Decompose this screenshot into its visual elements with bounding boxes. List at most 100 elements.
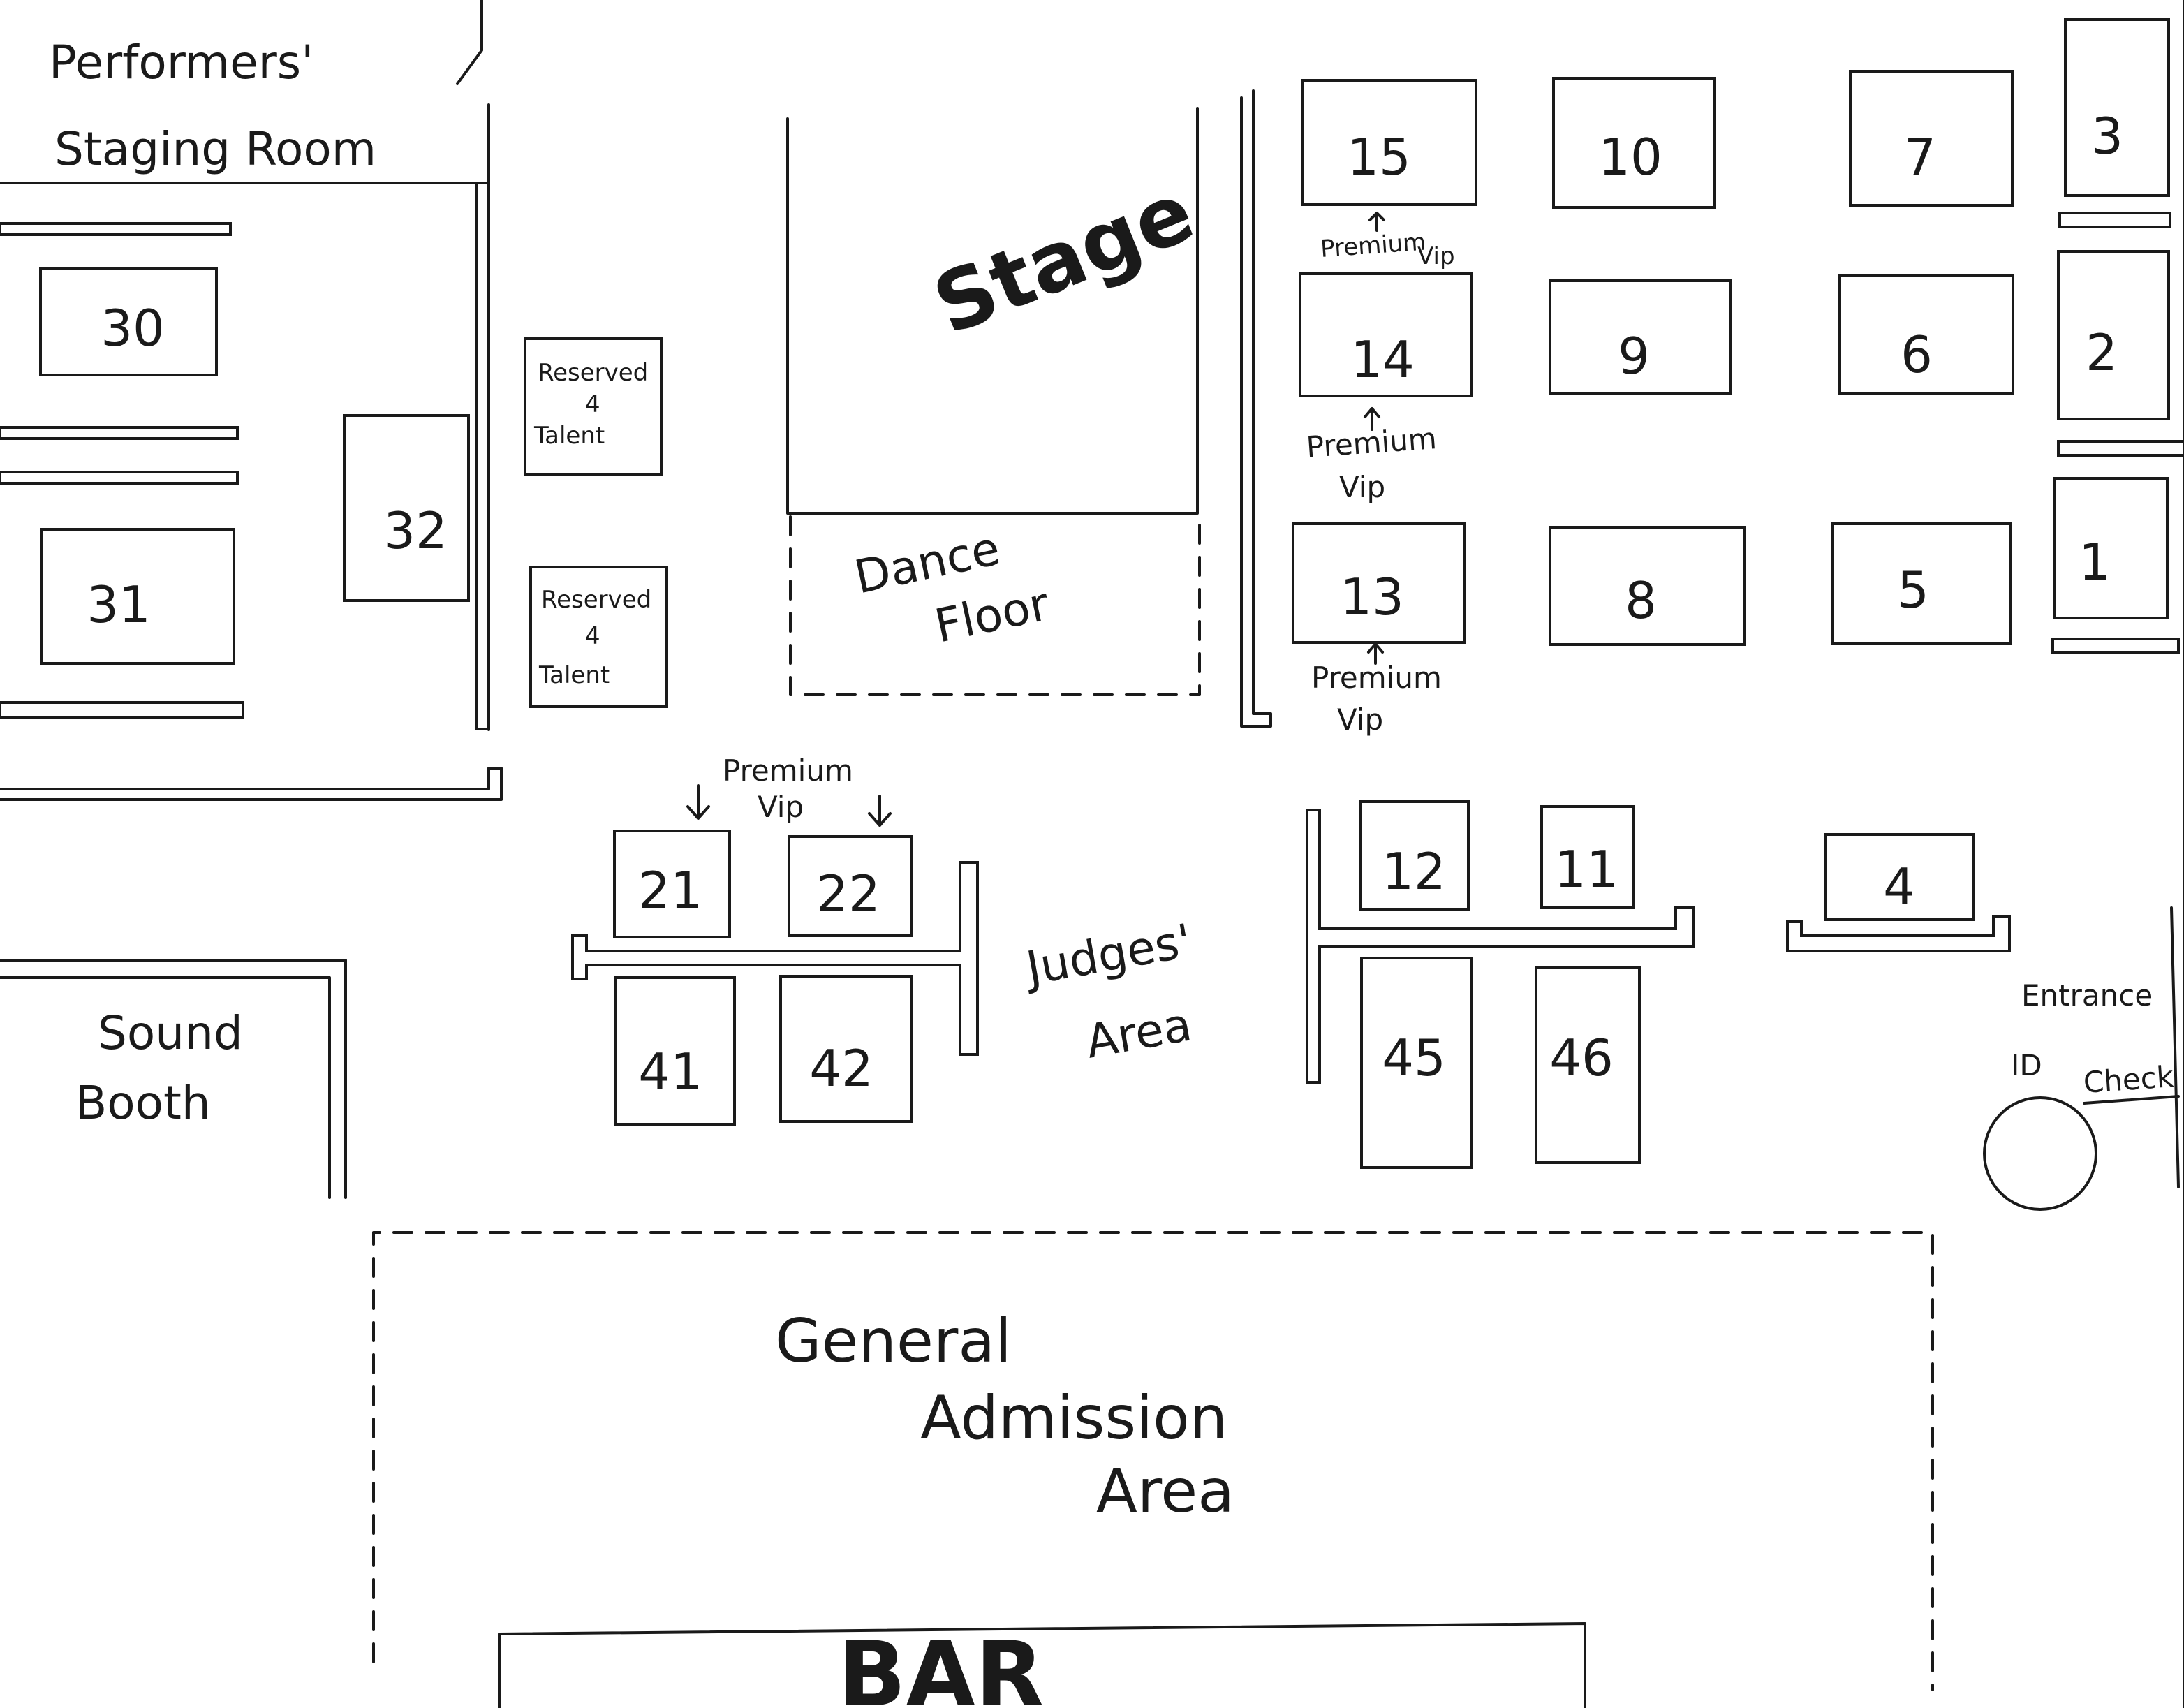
premium-vip-4-line2: Vip — [758, 790, 804, 824]
general-admission-label-line2: Admission — [920, 1383, 1227, 1453]
table-22-number: 22 — [816, 864, 880, 923]
table-45-number: 45 — [1382, 1029, 1446, 1087]
judges-table-rail — [571, 861, 979, 1056]
table-21[interactable]: 21 — [613, 830, 731, 938]
reserved-talent-table-1[interactable]: Reserved 4 Talent — [524, 337, 663, 476]
bar: BAR — [498, 1622, 1586, 1708]
table-14-number: 14 — [1350, 330, 1415, 389]
premium-vip-1-line1: Premium — [1320, 228, 1427, 263]
reserved-2-line2: 4 — [585, 622, 600, 650]
center-tables-rail — [1306, 809, 1695, 1084]
premium-vip-label-3: Premium Vip — [1311, 642, 1442, 737]
table-11[interactable]: 11 — [1540, 805, 1635, 909]
id-check-station — [1983, 1096, 2097, 1211]
table-13[interactable]: 13 — [1292, 522, 1466, 644]
premium-vip-1-line2: Vip — [1417, 242, 1455, 270]
table-41-number: 41 — [638, 1043, 702, 1101]
table-30-number: 30 — [101, 299, 165, 358]
table-12-number: 12 — [1382, 842, 1446, 901]
reserved-1-line3: Talent — [533, 422, 605, 450]
sound-booth: Sound Booth — [0, 959, 347, 1199]
rail-2-1 — [2057, 440, 2184, 457]
entrance-area: Entrance ID Check — [1983, 906, 2180, 1211]
table-41[interactable]: 41 — [614, 976, 736, 1126]
table-42-number: 42 — [809, 1039, 873, 1098]
reserved-1-line2: 4 — [585, 390, 600, 418]
rail-3-2 — [2058, 212, 2171, 228]
general-admission-label-line1: General — [775, 1306, 1012, 1376]
table-30[interactable]: 30 — [39, 267, 218, 376]
table-42[interactable]: 42 — [779, 975, 913, 1123]
reserved-2-line1: Reserved — [541, 586, 651, 614]
dance-floor-label-line2: Floor — [930, 577, 1054, 654]
premium-vip-3-line2: Vip — [1337, 702, 1383, 737]
table-14[interactable]: 14 — [1299, 272, 1473, 397]
reserved-2-line3: Talent — [538, 661, 610, 689]
staging-room-label-line1: Performers' — [49, 36, 313, 89]
table-31[interactable]: 31 — [40, 528, 235, 665]
table-15-number: 15 — [1347, 128, 1411, 186]
table-4-rail — [1786, 915, 2011, 952]
table-8[interactable]: 8 — [1549, 526, 1746, 646]
table-6-number: 6 — [1901, 325, 1933, 384]
premium-vip-label-2: Premium Vip — [1305, 407, 1438, 504]
table-7[interactable]: 7 — [1849, 70, 2014, 207]
table-2[interactable]: 2 — [2057, 250, 2170, 420]
table-1[interactable]: 1 — [2053, 477, 2169, 619]
id-check-label-2: Check — [2082, 1059, 2175, 1100]
premium-vip-4-line1: Premium — [723, 753, 853, 788]
judges-area-label-line2: Area — [1082, 998, 1195, 1069]
premium-vip-3-line1: Premium — [1311, 661, 1442, 695]
table-4-number: 4 — [1883, 857, 1915, 916]
center-wall — [1240, 89, 1272, 728]
table-32[interactable]: 32 — [343, 414, 470, 602]
dance-floor: Dance Floor — [789, 515, 1201, 696]
table-12[interactable]: 12 — [1359, 800, 1470, 911]
bar-label: BAR — [838, 1623, 1044, 1708]
reserved-talent-table-2[interactable]: Reserved 4 Talent — [529, 566, 668, 708]
table-2-number: 2 — [2086, 323, 2118, 382]
table-8-number: 8 — [1625, 571, 1657, 630]
table-15[interactable]: 15 — [1301, 79, 1477, 206]
rail-1-bottom — [2051, 638, 2180, 654]
table-22[interactable]: 22 — [788, 835, 913, 937]
stage-label: Stage — [921, 163, 1207, 353]
table-5-number: 5 — [1897, 561, 1929, 619]
table-13-number: 13 — [1340, 568, 1404, 626]
table-9[interactable]: 9 — [1549, 279, 1732, 395]
judges-area-label-line1: Judges' — [1019, 914, 1195, 996]
stage: Stage — [786, 107, 1207, 515]
table-6[interactable]: 6 — [1838, 274, 2014, 395]
performers-staging-room: Performers' Staging Room — [0, 0, 490, 184]
table-21-number: 21 — [638, 861, 702, 920]
table-10[interactable]: 10 — [1552, 77, 1716, 209]
table-3[interactable]: 3 — [2064, 18, 2170, 197]
table-10-number: 10 — [1598, 128, 1662, 186]
table-46[interactable]: 46 — [1535, 966, 1641, 1164]
table-45[interactable]: 45 — [1360, 957, 1473, 1169]
reserved-1-line1: Reserved — [538, 359, 648, 387]
id-check-label-1: ID — [2011, 1048, 2042, 1082]
table-9-number: 9 — [1618, 327, 1650, 385]
table-32-number: 32 — [383, 501, 448, 560]
table-7-number: 7 — [1904, 128, 1936, 186]
table-1-number: 1 — [2079, 533, 2111, 591]
table-4[interactable]: 4 — [1824, 833, 1975, 921]
sound-booth-label-line2: Booth — [75, 1076, 211, 1130]
premium-vip-label-1: Premium Vip — [1320, 212, 1455, 270]
general-admission-area: General Admission Area — [372, 1231, 1934, 1691]
premium-vip-2-line1: Premium — [1305, 421, 1438, 464]
sound-booth-label-line1: Sound — [98, 1006, 243, 1060]
table-46-number: 46 — [1549, 1029, 1614, 1087]
premium-vip-label-4: Premium Vip — [686, 753, 892, 827]
premium-vip-2-line2: Vip — [1339, 470, 1385, 504]
general-admission-label-line3: Area — [1096, 1457, 1234, 1526]
table-31-number: 31 — [87, 575, 151, 634]
left-partitions — [0, 103, 503, 801]
entrance-label: Entrance — [2021, 978, 2153, 1013]
table-3-number: 3 — [2091, 107, 2123, 165]
table-5[interactable]: 5 — [1831, 522, 2012, 645]
staging-room-label-line2: Staging Room — [54, 122, 376, 176]
table-11-number: 11 — [1554, 840, 1618, 899]
